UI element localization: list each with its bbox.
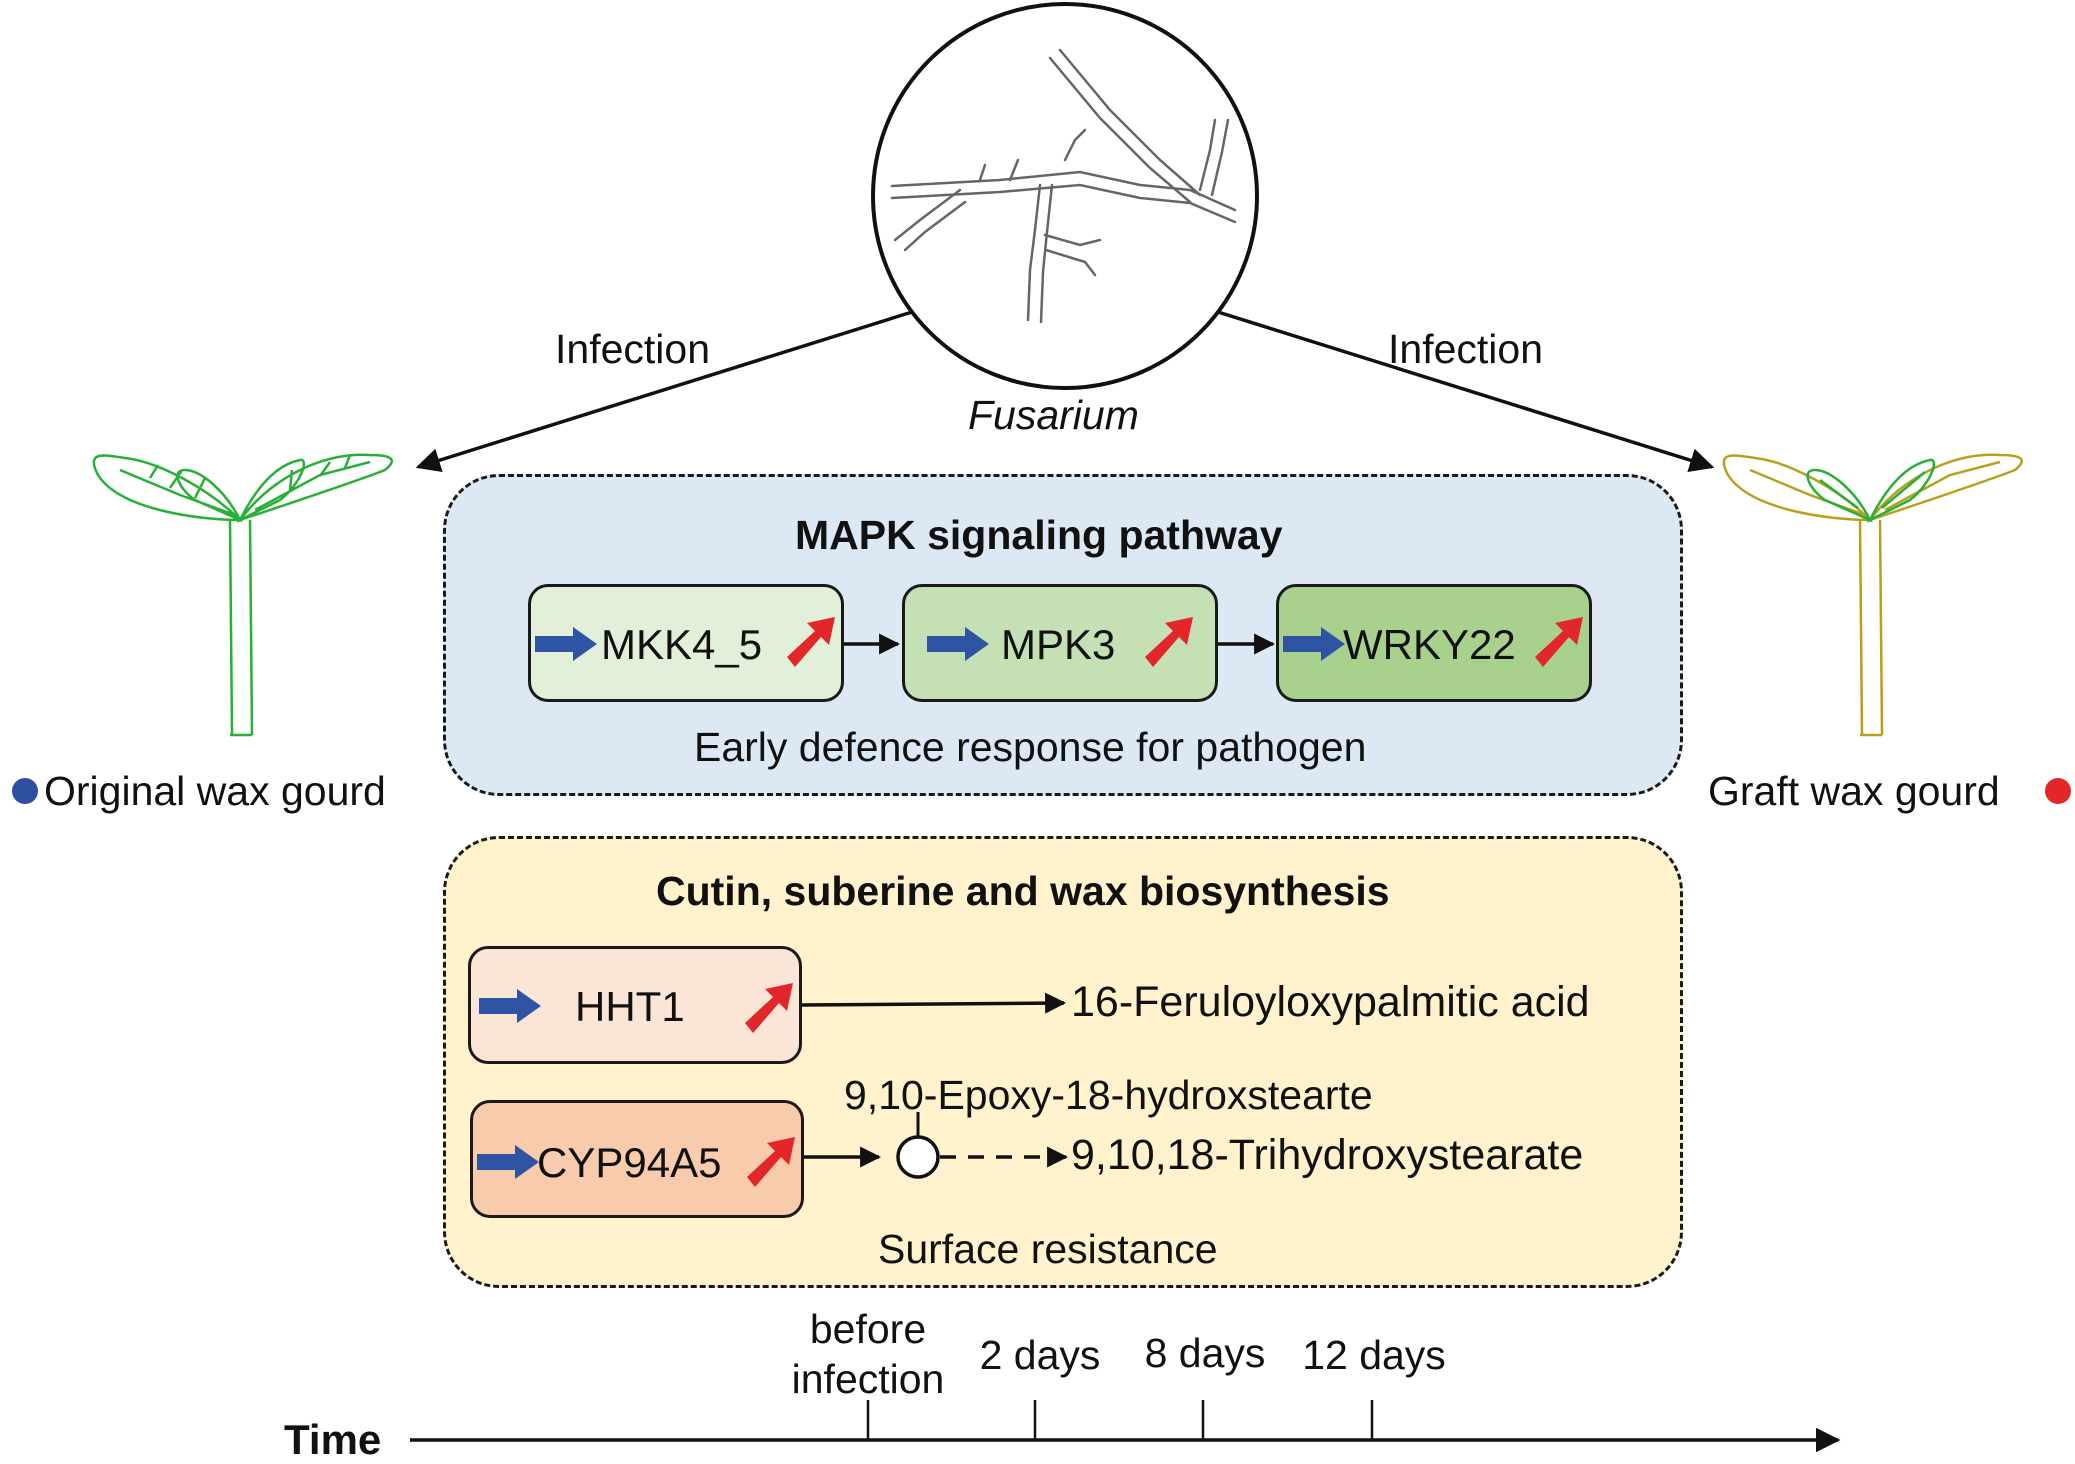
blue-right-arrow-icon [535, 627, 597, 661]
blue-right-arrow-icon [477, 1145, 539, 1179]
graft-label: Graft wax gourd [1708, 768, 2000, 814]
red-up-arrow-icon [1145, 617, 1193, 667]
gene-box-mpk3: MPK3 [902, 584, 1218, 702]
tick-label-8-days: 8 days [1144, 1330, 1266, 1376]
red-up-arrow-icon [787, 617, 835, 667]
mapk-title: MAPK signaling pathway [795, 512, 1283, 558]
infection-label-right: Infection [1388, 326, 1543, 372]
pathogen-name: Fusarium [968, 392, 1139, 438]
original-label: Original wax gourd [44, 768, 386, 814]
blue-right-arrow-icon [479, 989, 541, 1023]
tick-label-before-line1: before [809, 1306, 927, 1352]
time-label: Time [284, 1416, 382, 1463]
red-up-arrow-icon [747, 1137, 795, 1187]
tick-label-2-days: 2 days [979, 1332, 1101, 1378]
tick-label-before-line2: infection [791, 1356, 945, 1402]
gene-box-mkk4-5: MKK4_5 [528, 584, 844, 702]
graft-seedling-icon [1722, 453, 2023, 737]
cyp-product: 9,10,18-Trihydroxystearate [1071, 1131, 1584, 1179]
graft-dot [2045, 778, 2071, 804]
blue-right-arrow-icon [1283, 627, 1345, 661]
graft-seedling-green-icon [1806, 458, 1936, 523]
cutin-title: Cutin, suberine and wax biosynthesis [656, 868, 1390, 914]
gene-label-mpk3: MPK3 [1001, 621, 1116, 668]
cutin-caption: Surface resistance [878, 1226, 1218, 1272]
infection-arrow-left [415, 310, 913, 473]
gene-box-cyp94a5: CYP94A5 [470, 1100, 804, 1218]
mapk-caption: Early defence response for pathogen [694, 724, 1367, 770]
red-up-arrow-icon [745, 983, 793, 1033]
red-up-arrow-icon [1535, 617, 1583, 667]
cyp-intermediate: 9,10-Epoxy-18-hydroxstearte [844, 1072, 1373, 1118]
infection-label-left: Infection [555, 326, 710, 372]
gene-label-cyp94a5: CYP94A5 [537, 1139, 722, 1186]
tick-label-12-days: 12 days [1302, 1332, 1446, 1378]
gene-box-hht1: HHT1 [468, 946, 802, 1064]
infection-arrow-right [1217, 310, 1715, 473]
gene-label-mkk4-5: MKK4_5 [601, 621, 763, 668]
gene-label-hht1: HHT1 [575, 983, 685, 1030]
hht1-product: 16-Feruloyloxypalmitic acid [1071, 978, 1590, 1026]
original-seedling-icon [92, 453, 393, 737]
fusarium-icon [871, 2, 1259, 390]
blue-right-arrow-icon [927, 627, 989, 661]
gene-label-wrky22: WRKY22 [1343, 621, 1516, 668]
original-dot [12, 778, 38, 804]
gene-box-wrky22: WRKY22 [1276, 584, 1592, 702]
